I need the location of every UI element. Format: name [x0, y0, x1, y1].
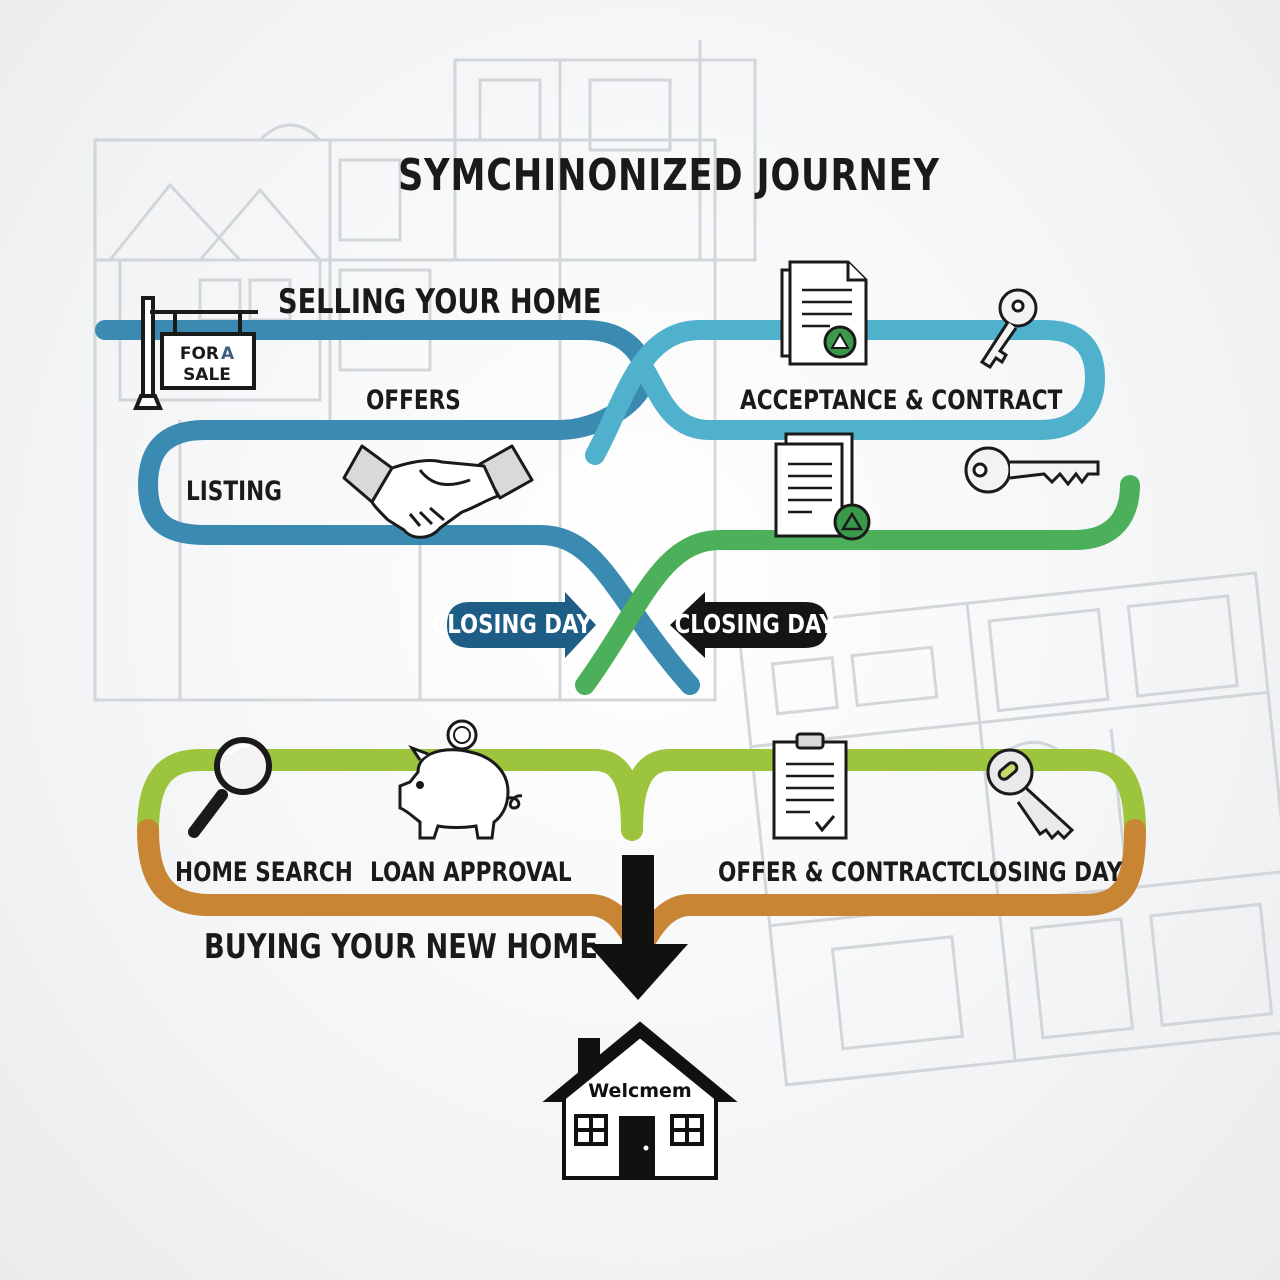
step-loan-approval: LOAN APPROVAL	[370, 857, 572, 888]
closing-arrow-seller-shape	[447, 592, 596, 658]
step-listing: LISTING	[186, 476, 282, 507]
seller-path-right	[585, 320, 1105, 465]
step-offers: OFFERS	[366, 385, 461, 416]
step-closing-day-buy: CLOSING DAY	[960, 857, 1123, 888]
buying-heading: BUYING YOUR NEW HOME	[204, 927, 598, 967]
closing-day-buyer-label: CLOSING DAY	[674, 610, 836, 640]
selling-heading: SELLING YOUR HOME	[278, 282, 602, 322]
step-offer-contract: OFFER & CONTRACT	[718, 857, 963, 888]
step-acceptance-contract: ACCEPTANCE & CONTRACT	[740, 385, 1063, 416]
closing-day-seller-label: CLOSING DAY	[431, 610, 593, 640]
buyer-path-green	[575, 475, 1140, 695]
closing-arrow-buyer-shape	[670, 592, 828, 658]
step-home-search: HOME SEARCH	[175, 857, 353, 888]
buyer-path-lime	[137, 749, 1146, 841]
page-title: SYMCHINONIZED JOURNEY	[398, 150, 940, 201]
